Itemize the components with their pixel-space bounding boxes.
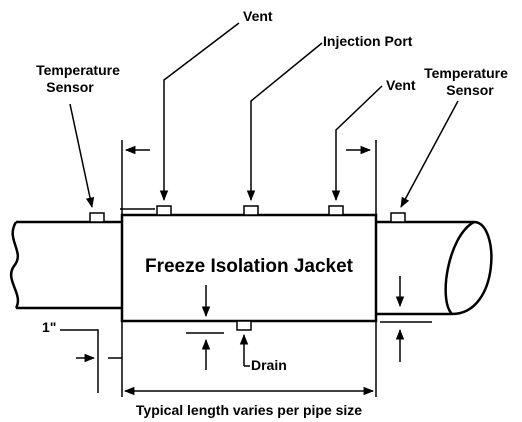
temperature-sensor-right-box	[390, 212, 406, 223]
length-caption: Typical length varies per pipe size	[136, 402, 362, 418]
jacket-thickness-indicator	[186, 285, 224, 370]
vent-right-box	[328, 205, 344, 216]
left-pipe	[9, 220, 122, 310]
drain-label: Drain	[251, 357, 287, 373]
jacket-label: Freeze Isolation Jacket	[145, 256, 354, 277]
vent-label-1: Vent	[243, 8, 273, 24]
right-pipe	[376, 220, 493, 316]
temperature-sensor-left-label-line2: Sensor	[46, 79, 94, 95]
drain-box	[236, 320, 252, 331]
temperature-sensor-right-label-line2: Sensor	[446, 82, 494, 98]
vent-label-2: Vent	[386, 77, 416, 93]
one-inch-label: 1"	[42, 319, 56, 335]
vent-left-box	[156, 205, 172, 216]
injection-port-box	[243, 205, 259, 216]
right-pipe-gap-indicator	[380, 276, 432, 362]
temperature-sensor-left-label-line1: Temperature	[36, 62, 120, 78]
leader-lines	[69, 22, 459, 367]
temperature-sensor-right-label-line1: Temperature	[424, 65, 508, 81]
injection-port-label: Injection Port	[323, 33, 413, 49]
one-inch-dimension	[60, 329, 122, 393]
temperature-sensor-left-box	[89, 212, 105, 223]
freeze-isolation-jacket	[120, 213, 378, 323]
